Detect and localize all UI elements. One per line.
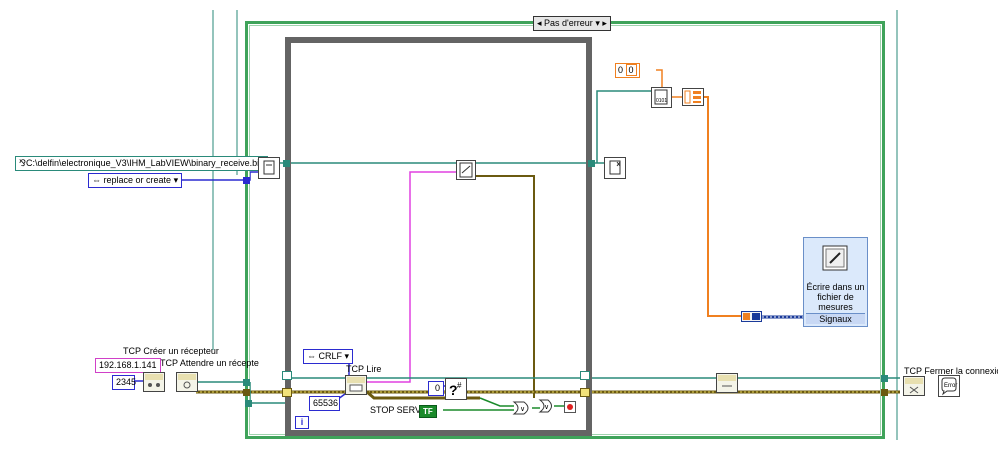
write-binary-file-node[interactable] <box>456 160 476 180</box>
or-function-2[interactable]: ∨ <box>538 399 558 413</box>
open-create-file-node[interactable] <box>258 157 280 179</box>
close-file-icon <box>609 160 621 175</box>
tunnel-case-enum <box>243 177 250 184</box>
shift-register-left-error <box>282 388 292 397</box>
stop-server-label: STOP SERVER <box>370 405 434 415</box>
wire-enum-open <box>168 171 258 181</box>
case-selector-label: Pas d'erreur <box>544 18 593 28</box>
wire-string-data <box>367 171 456 383</box>
open-operation-value: replace or create <box>103 175 172 185</box>
case-selector[interactable]: ◂ Pas d'erreur ▾ ▸ <box>533 16 611 31</box>
or-symbol-2: ∨ <box>544 404 549 411</box>
loop-stop-terminal[interactable] <box>564 401 576 413</box>
tcp-close-icon <box>905 378 923 394</box>
error-to-code-node[interactable]: ? # <box>445 378 467 400</box>
tcp-listener-icon <box>145 374 163 387</box>
shift-register-right-error <box>580 388 590 397</box>
tunnel-case-error <box>243 389 250 396</box>
tcp-write-node[interactable] <box>716 373 738 393</box>
open-operation-constant[interactable]: ⇔ replace or create ▾ <box>88 173 183 188</box>
tunnel-case-conn-2 <box>245 400 252 407</box>
numeric-zero-constant[interactable]: 0 <box>428 381 444 396</box>
tcp-wait-listener-node[interactable] <box>176 372 198 392</box>
tcp-create-listener-label: TCP Créer un récepteur <box>123 346 219 356</box>
array-element: 0 <box>625 64 637 76</box>
while-loop[interactable] <box>285 37 592 436</box>
or-symbol: ∨ <box>520 406 525 413</box>
chevron-down-icon-2: ▾ <box>344 351 350 361</box>
tunnel-case-conn <box>243 379 250 386</box>
error-question-icon: ? # <box>449 381 462 398</box>
path-prefix-icon: ⅋ <box>19 158 27 168</box>
svg-text:?: ? <box>449 382 458 398</box>
tcp-read-label: TCP Lire <box>346 364 382 374</box>
bytes-to-read-constant[interactable]: 65536 <box>309 396 340 411</box>
file-path-constant[interactable]: ⅋C:\delfin\electronique_V3\IHM_LabVIEW\b… <box>15 156 269 171</box>
read-mode-value: CRLF <box>318 351 343 361</box>
wire-refnum-branch <box>596 90 651 163</box>
tunnel-file-refnum-out <box>588 160 595 167</box>
svg-text:#: # <box>457 381 462 390</box>
array-function-node[interactable] <box>682 88 704 106</box>
array-constant[interactable]: 0 0 <box>615 63 640 78</box>
case-selector-decrement[interactable]: ◂ <box>537 18 542 28</box>
pencil-write-icon <box>822 245 848 271</box>
array-icon <box>684 90 701 104</box>
convert-to-dynamic-node[interactable] <box>741 311 762 322</box>
stop-server-bool-constant[interactable]: TF <box>419 405 437 418</box>
wire-dbl-to-convert <box>704 96 741 317</box>
wire-error-write <box>474 175 535 398</box>
read-mode-constant[interactable]: ⇔ CRLF ▾ <box>303 349 354 364</box>
shift-register-right-conn <box>580 371 590 380</box>
svg-text:Error: Error <box>944 383 957 389</box>
file-path-value: C:\delfin\electronique_V3\IHM_LabVIEW\bi… <box>26 158 265 168</box>
tcp-close-label: TCP Fermer la connexion <box>904 366 998 376</box>
enum-prefix-icon: ⇔ <box>92 175 101 185</box>
wire-error-read <box>366 390 480 400</box>
read-binary-file-node[interactable]: 0101 <box>651 87 672 108</box>
or-function-1[interactable]: ∨ <box>512 401 536 415</box>
write-binary-icon <box>459 162 473 178</box>
tcp-write-icon <box>718 375 736 387</box>
error-handler-icon: Error <box>941 377 957 396</box>
close-file-node[interactable] <box>604 157 626 179</box>
tcp-close-node[interactable] <box>903 376 925 396</box>
wire-array-const <box>656 69 663 90</box>
read-binary-icon: 0101 <box>654 89 668 105</box>
express-vi-title: Écrire dans un fichier de mesures <box>806 282 865 312</box>
open-file-icon <box>263 160 275 175</box>
tcp-port-constant[interactable]: 2345 <box>112 375 136 390</box>
tunnel-case-error-out <box>881 389 888 396</box>
case-selector-increment[interactable]: ▸ <box>602 18 607 28</box>
array-index: 0 <box>618 65 624 75</box>
express-vi-signals-terminal[interactable]: Signaux <box>806 313 865 324</box>
enum-prefix-icon-2: ⇔ <box>307 351 316 361</box>
chevron-down-icon: ▾ <box>173 175 179 185</box>
simple-error-handler-node[interactable]: Error <box>938 375 960 397</box>
svg-text:0101: 0101 <box>656 98 667 104</box>
iteration-terminal: i <box>295 416 309 429</box>
tcp-wait-listener-label: TCP Attendre un récepte <box>160 358 259 368</box>
shift-register-left-conn <box>282 371 292 380</box>
tcp-read-icon <box>347 377 365 392</box>
case-selector-dropdown-icon[interactable]: ▾ <box>595 18 600 28</box>
tcp-create-listener-node[interactable] <box>143 372 165 392</box>
convert-dynamic-icon <box>743 313 760 320</box>
tcp-wait-icon <box>178 374 196 389</box>
tcp-read-node[interactable] <box>345 375 367 395</box>
wire-bool-err <box>479 397 514 407</box>
tunnel-file-refnum-in <box>283 160 290 167</box>
tcp-address-constant[interactable]: 192.168.1.141 <box>95 358 161 373</box>
tunnel-case-conn-out <box>881 375 888 382</box>
